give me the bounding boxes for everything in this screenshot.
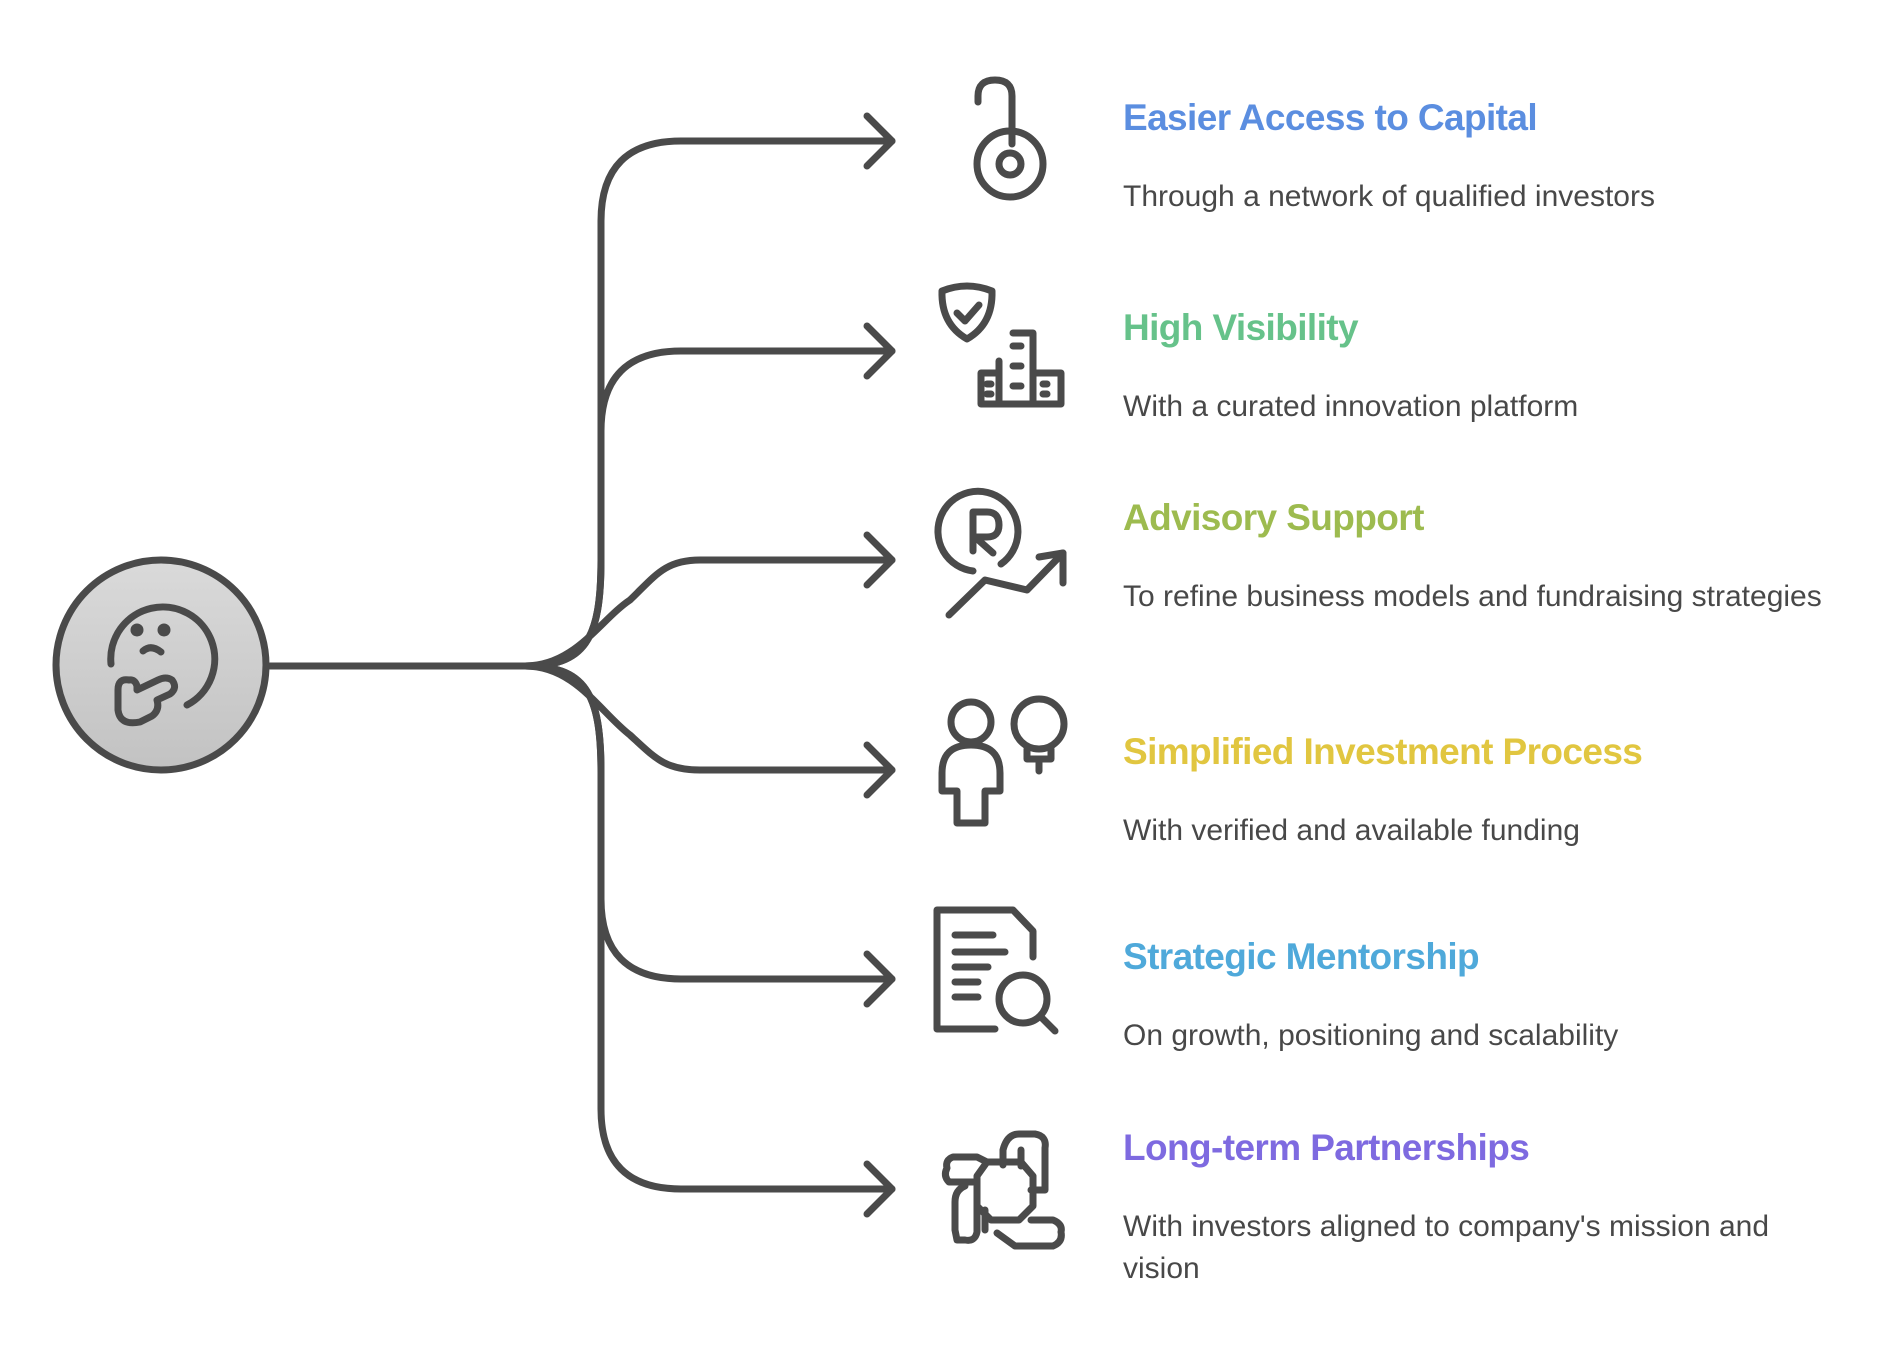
benefit-title: Strategic Mentorship [1123,936,1480,977]
benefit-title: Easier Access to Capital [1123,97,1538,138]
benefit-item-3: Advisory Support To refine business mode… [1123,496,1863,618]
benefit-item-5: Strategic Mentorship On growth, position… [1123,935,1863,1057]
benefit-title: Long-term Partnerships [1123,1127,1530,1168]
benefit-description: Through a network of qualified investors [1123,180,1655,213]
benefit-description: With verified and available funding [1123,814,1580,847]
benefit-description: With a curated innovation platform [1123,390,1579,423]
connectors [266,112,896,1218]
connector-branch-4 [521,662,896,774]
registered-trend-up-icon [934,485,1085,635]
benefit-title: Advisory Support [1123,497,1424,538]
arrowhead-6 [863,1160,896,1218]
document-search-icon [925,903,1075,1053]
benefit-item-2: High Visibility With a curated innovatio… [1123,306,1863,428]
person-lightbulb-icon [935,695,1085,845]
shield-check-buildings-icon [935,276,1085,426]
benefit-item-6: Long-term Partnerships With investors al… [1123,1126,1863,1290]
open-lock-icon [935,66,1085,216]
benefit-item-4: Simplified Investment Process With verif… [1123,730,1863,852]
benefit-description: To refine business models and fundraisin… [1123,580,1822,613]
benefit-title: High Visibility [1123,307,1359,348]
benefit-title: Simplified Investment Process [1123,731,1643,772]
connector-branch-1 [521,137,896,670]
benefit-description: With investors aligned to company's miss… [1123,1210,1770,1285]
arrowhead-3 [863,531,896,589]
arrowhead-2 [863,322,896,380]
root-node [52,556,270,774]
joined-hands-icon [935,1120,1085,1270]
benefit-description: On growth, positioning and scalability [1123,1019,1619,1052]
connector-branch-6 [521,662,896,1193]
thinking-face-icon [107,603,219,727]
connector-branch-2 [521,347,896,670]
connector-branch-5 [521,662,896,983]
connector-branch-3 [521,556,896,670]
arrowhead-5 [863,950,896,1008]
arrowhead-4 [863,741,896,799]
arrowhead-1 [863,112,896,170]
root-circle [52,556,270,774]
benefit-item-1: Easier Access to Capital Through a netwo… [1123,96,1863,218]
